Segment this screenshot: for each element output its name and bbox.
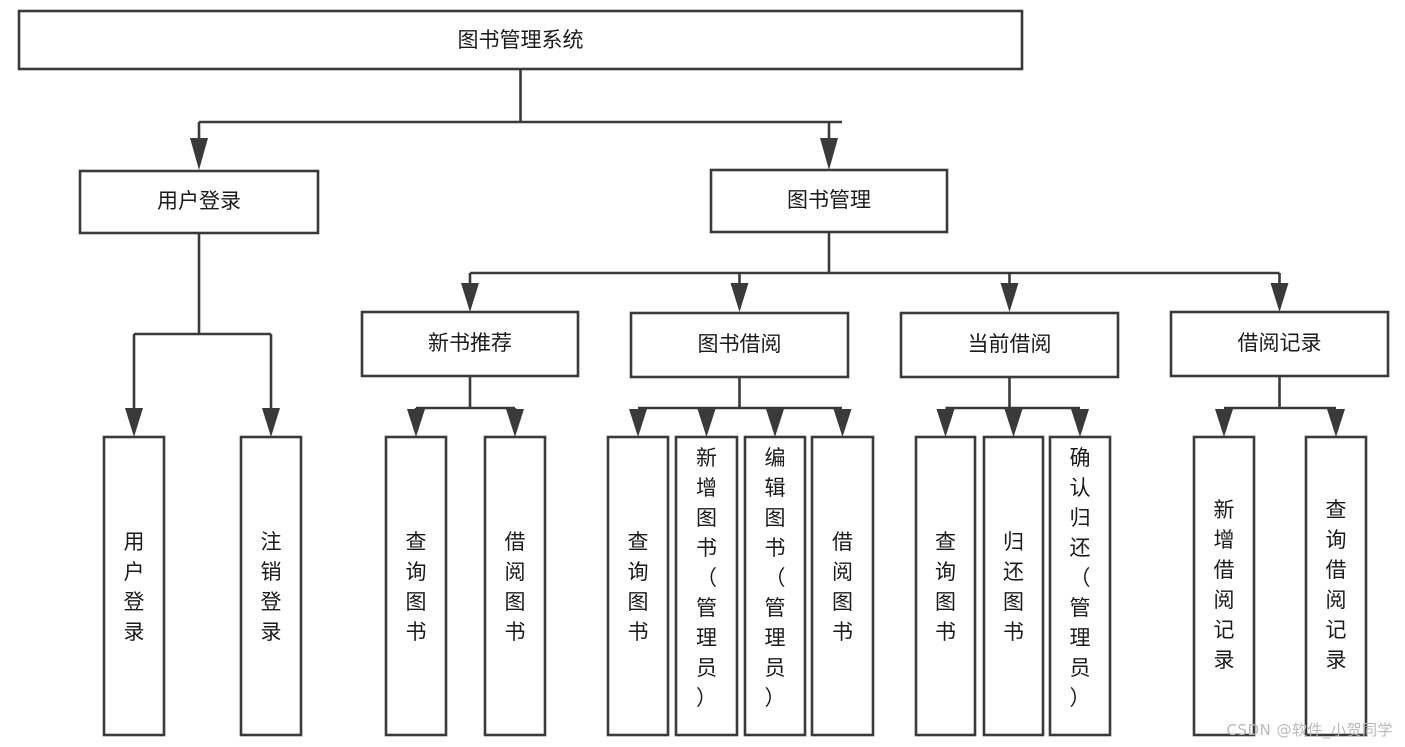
node-leaf-borrow-book[interactable]: 借阅图书: [810, 435, 875, 737]
node-current-borrow[interactable]: 当前借阅: [899, 311, 1120, 379]
node-leaf-confirm-return[interactable]: 确认归还（管理员）: [1048, 435, 1112, 737]
node-new-book-recommend-label: 新书推荐: [428, 331, 512, 355]
node-book-management-label: 图书管理: [787, 188, 871, 212]
arrow-head-current-borrow: [1000, 283, 1019, 312]
node-leaf-logout-label: 注销登录: [261, 530, 282, 644]
node-leaf-query-book-borrow-box[interactable]: [606, 435, 670, 737]
node-leaf-add-book[interactable]: 新增图书（管理员）: [674, 435, 739, 737]
node-leaf-add-record[interactable]: 新增借阅记录: [1192, 435, 1256, 737]
node-leaf-query-book-borrow[interactable]: 查询图书: [606, 435, 670, 737]
node-leaf-return-book[interactable]: 归还图书: [982, 435, 1045, 737]
connector-layer: [125, 69, 1345, 437]
node-user-login[interactable]: 用户登录: [78, 169, 320, 235]
node-leaf-user-login-label: 用户登录: [124, 530, 145, 644]
node-leaf-query-record-label: 查询借阅记录: [1326, 498, 1347, 672]
node-new-book-recommend[interactable]: 新书推荐: [360, 310, 580, 378]
node-leaf-edit-book[interactable]: 编辑图书（管理员）: [743, 435, 807, 737]
node-leaf-query-book-rec-box[interactable]: [384, 435, 448, 737]
node-leaf-borrow-book-box[interactable]: [810, 435, 875, 737]
node-leaf-logout[interactable]: 注销登录: [239, 435, 303, 737]
arrow-head-user-login: [190, 138, 208, 170]
arrow-head-leaf-logout: [262, 408, 280, 437]
node-leaf-add-record-box[interactable]: [1192, 435, 1256, 737]
node-leaf-query-book-rec-label: 查询图书: [406, 530, 427, 644]
arrow-head-leaf-borrow-book-rec: [506, 409, 524, 437]
node-leaf-query-book-rec[interactable]: 查询图书: [384, 435, 448, 737]
arrow-head-leaf-query-book-cur: [936, 409, 955, 437]
arrow-head-borrow-record: [1270, 283, 1289, 312]
node-leaf-logout-box[interactable]: [239, 435, 303, 737]
node-leaf-borrow-book-label: 借阅图书: [832, 530, 853, 644]
node-new-book-recommend-box[interactable]: [360, 310, 580, 378]
arrow-head-leaf-return-book: [1004, 409, 1023, 437]
arrow-head-new-book-recommend: [461, 283, 479, 312]
node-root-box[interactable]: [17, 9, 1024, 71]
arrow-head-leaf-query-book-rec: [407, 409, 425, 437]
node-book-management[interactable]: 图书管理: [709, 168, 949, 234]
node-leaf-add-record-label: 新增借阅记录: [1214, 498, 1235, 672]
node-borrow-record[interactable]: 借阅记录: [1169, 310, 1390, 378]
node-user-login-box[interactable]: [78, 169, 320, 235]
node-book-borrow-label: 图书借阅: [698, 332, 782, 356]
arrow-head-leaf-edit-book: [766, 409, 784, 437]
node-leaf-return-book-box[interactable]: [982, 435, 1045, 737]
node-leaf-edit-book-label: 编辑图书（管理员）: [765, 446, 786, 710]
node-book-borrow[interactable]: 图书借阅: [629, 311, 850, 379]
node-leaf-borrow-book-rec[interactable]: 借阅图书: [483, 435, 547, 737]
arrow-head-leaf-add-book: [697, 409, 716, 437]
node-leaf-return-book-label: 归还图书: [1003, 530, 1024, 644]
arrow-head-leaf-user-login: [125, 408, 143, 437]
node-current-borrow-box[interactable]: [899, 311, 1120, 379]
node-leaf-confirm-return-box[interactable]: [1048, 435, 1112, 737]
node-borrow-record-box[interactable]: [1169, 310, 1390, 378]
leaf-node-layer: 用户登录 注销登录 查询图书 借阅图书 查询图书 新增图书（管理员） 编辑图书（管理员） 借阅…: [102, 435, 1368, 737]
node-user-login-label: 用户登录: [157, 189, 241, 213]
arrow-head-book-management: [820, 138, 838, 170]
node-leaf-query-record[interactable]: 查询借阅记录: [1304, 435, 1368, 737]
arrow-head-leaf-query-book-borrow: [629, 409, 647, 437]
node-leaf-add-book-label: 新增图书（管理员）: [696, 446, 717, 710]
node-leaf-query-book-borrow-label: 查询图书: [628, 530, 649, 644]
node-leaf-borrow-book-rec-box[interactable]: [483, 435, 547, 737]
arrow-head-leaf-confirm-return: [1071, 409, 1089, 437]
node-current-borrow-label: 当前借阅: [968, 332, 1052, 356]
node-leaf-borrow-book-rec-label: 借阅图书: [505, 530, 526, 644]
node-leaf-user-login[interactable]: 用户登录: [102, 435, 166, 737]
node-leaf-query-book-cur-label: 查询图书: [935, 530, 956, 644]
node-leaf-confirm-return-label: 确认归还（管理员）: [1070, 446, 1091, 710]
node-leaf-user-login-box[interactable]: [102, 435, 166, 737]
node-borrow-record-label: 借阅记录: [1238, 331, 1322, 355]
node-book-borrow-box[interactable]: [629, 311, 850, 379]
node-root-label: 图书管理系统: [458, 28, 584, 52]
arrow-head-leaf-borrow-book: [833, 409, 852, 437]
node-root[interactable]: 图书管理系统: [17, 9, 1024, 71]
node-leaf-add-book-box[interactable]: [674, 435, 739, 737]
node-book-management-box[interactable]: [709, 168, 949, 234]
node-leaf-query-record-box[interactable]: [1304, 435, 1368, 737]
arrow-head-leaf-add-record: [1215, 409, 1233, 437]
node-leaf-query-book-cur[interactable]: 查询图书: [914, 435, 977, 737]
node-leaf-query-book-cur-box[interactable]: [914, 435, 977, 737]
arrow-head-book-borrow: [730, 283, 749, 312]
node-leaf-edit-book-box[interactable]: [743, 435, 807, 737]
arrow-head-leaf-query-record: [1327, 409, 1345, 437]
